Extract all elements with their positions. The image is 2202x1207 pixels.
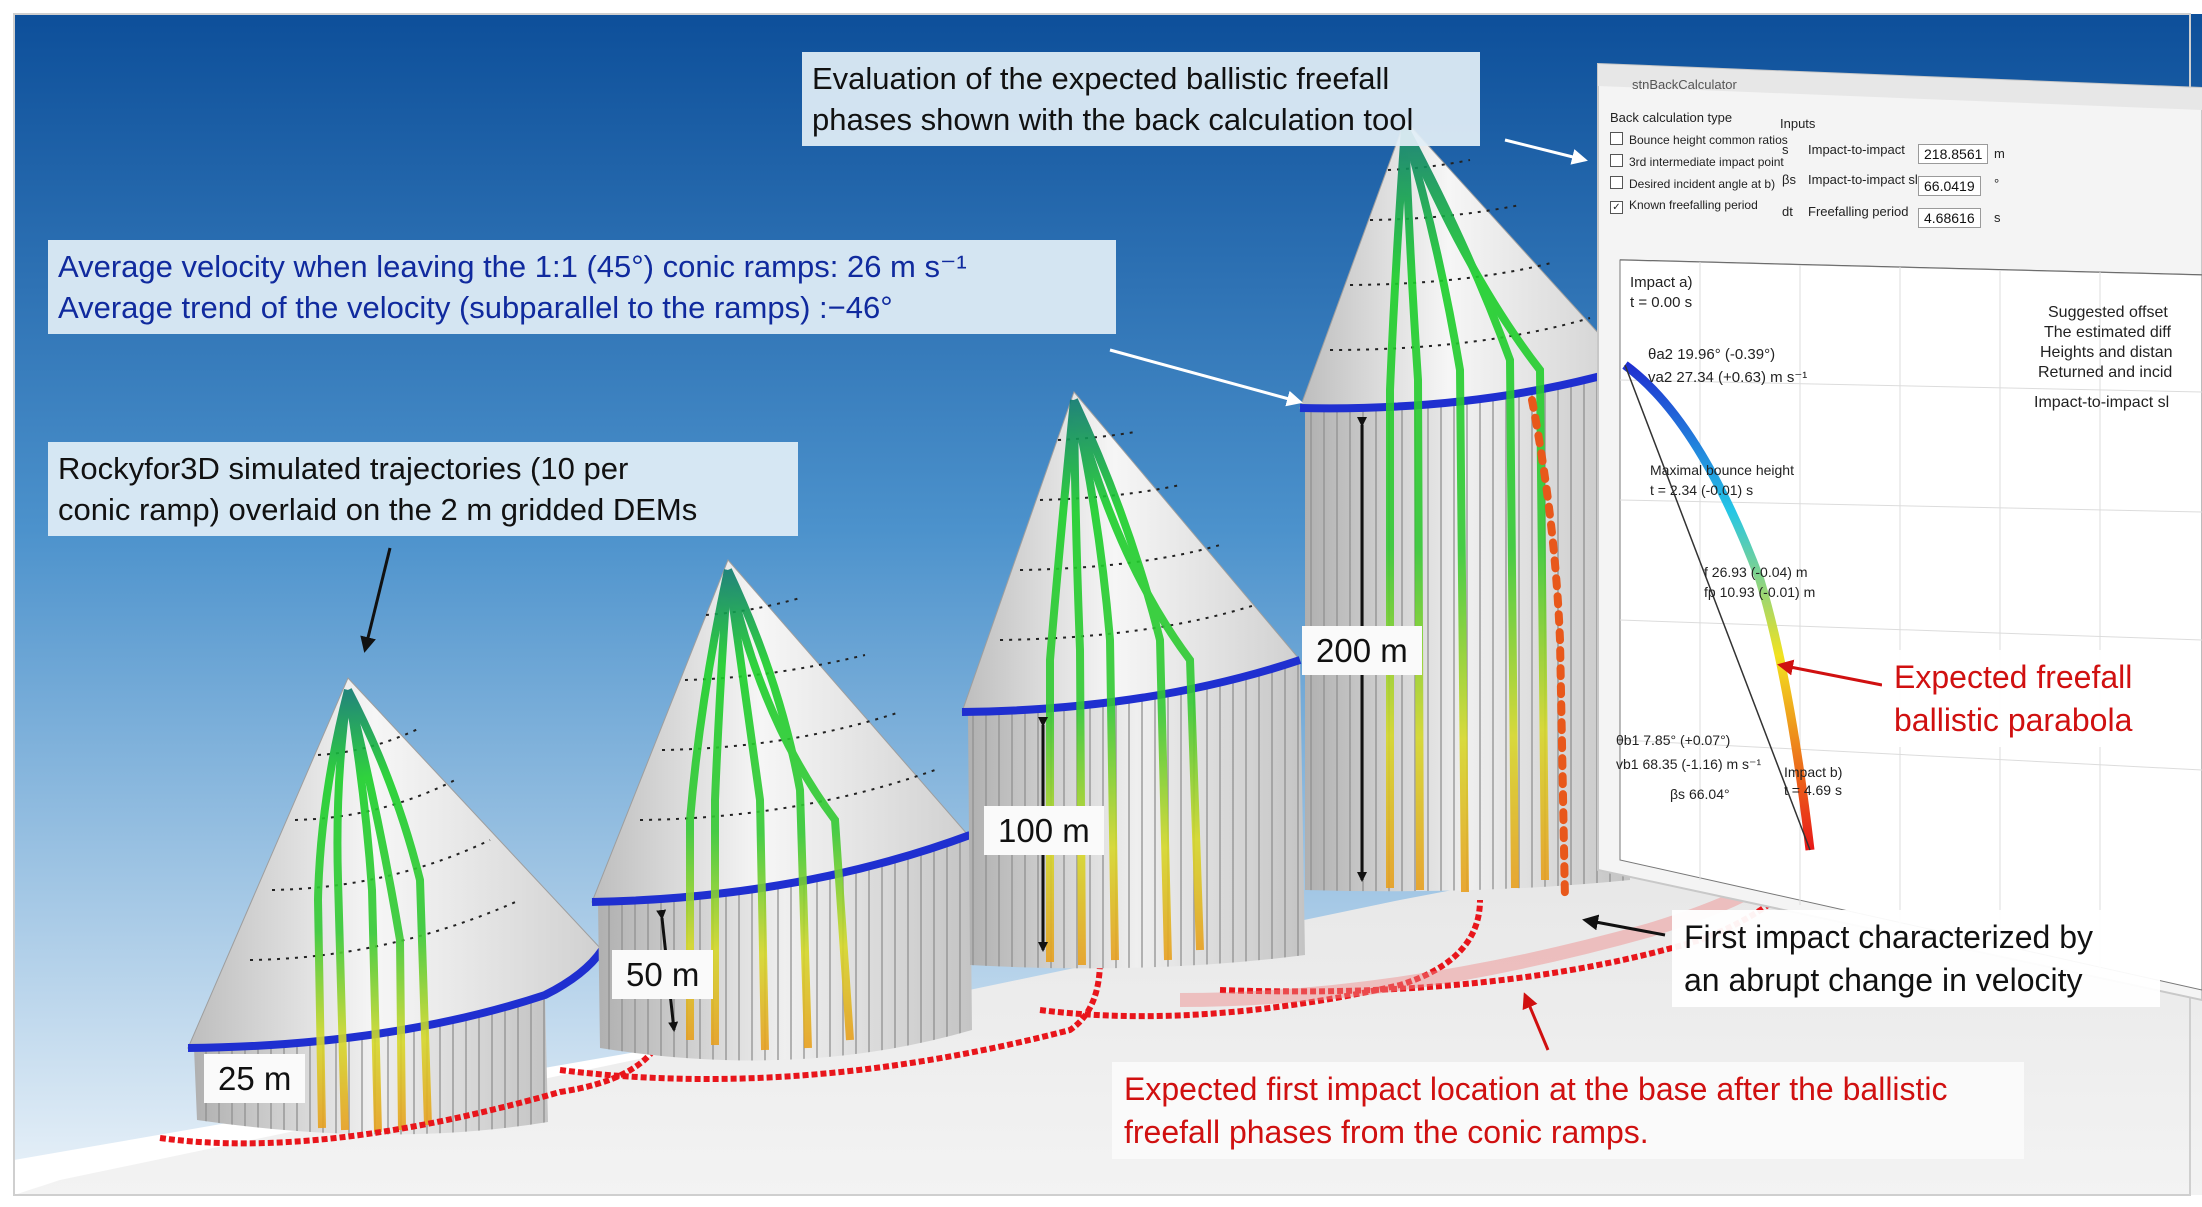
callout-expected-impact-line1: Expected first impact location at the ba… — [1124, 1071, 1948, 1107]
callout-expected-impact: Expected first impact location at the ba… — [1112, 1062, 2024, 1160]
height-label-50m: 50 m — [612, 950, 714, 1000]
height-label-25m: 25 m — [204, 1054, 306, 1104]
callout-back-calculation: Evaluation of the expected ballistic fre… — [802, 52, 1480, 147]
arrow-expected-impact — [1522, 992, 1550, 1051]
callout-expected-impact-line2: freefall phases from the conic ramps. — [1124, 1113, 1649, 1150]
conic-ramp-50m — [559, 559, 1103, 1082]
conic-ramp-100m — [961, 391, 1483, 1020]
callout-first-impact: First impact characterized by an abrupt … — [1672, 910, 2160, 1008]
height-label-200m: 200 m — [1302, 626, 1422, 676]
arrow-rockyfor3d — [360, 547, 392, 653]
arrow-velocity — [1109, 348, 1303, 407]
callout-rockyfor3d-line2: conic ramp) overlaid on the 2 m gridded … — [58, 492, 698, 528]
callout-rockyfor3d: Rockyfor3D simulated trajectories (10 pe… — [48, 442, 798, 537]
callout-first-impact-line1: First impact characterized by — [1684, 919, 2094, 955]
back-calculator-window — [1597, 62, 2202, 1002]
callout-back-calculation-line1: Evaluation of the expected ballistic fre… — [812, 61, 1390, 96]
conic-ramp-200m — [1179, 119, 1808, 1007]
callout-first-impact-line2: an abrupt change in velocity — [1684, 961, 2083, 998]
arrow-to-tool — [1504, 138, 1588, 165]
callout-velocity-line1: Average velocity when leaving the 1:1 (4… — [58, 249, 967, 284]
callout-back-calculation-line2: phases shown with the back calculation t… — [812, 102, 1414, 138]
callout-velocity: Average velocity when leaving the 1:1 (4… — [48, 240, 1116, 335]
callout-parabola-line2: ballistic parabola — [1894, 701, 2133, 738]
height-label-100m: 100 m — [984, 806, 1104, 856]
arrow-parabola — [1777, 659, 1883, 687]
callout-parabola-line1: Expected freefall — [1894, 659, 2133, 695]
arrow-first-impact — [1582, 914, 1666, 937]
callout-velocity-line2: Average trend of the velocity (subparall… — [58, 290, 893, 326]
callout-rockyfor3d-line1: Rockyfor3D simulated trajectories (10 pe… — [58, 451, 629, 486]
callout-parabola: Expected freefall ballistic parabola — [1882, 650, 2176, 748]
